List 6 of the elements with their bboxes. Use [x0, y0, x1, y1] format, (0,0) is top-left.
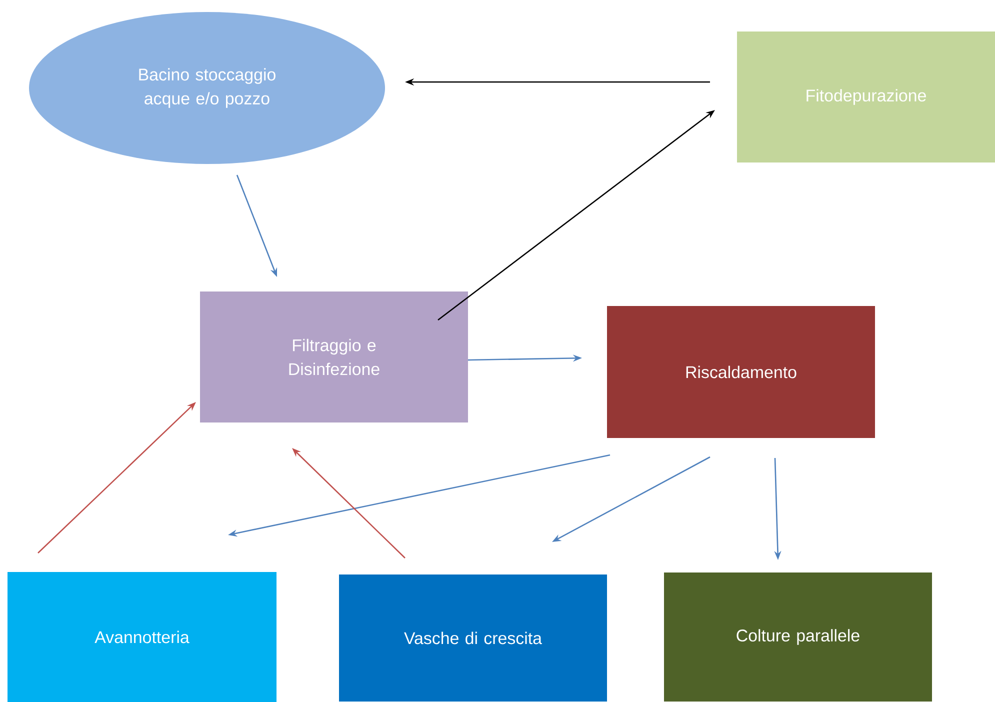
process-box: Riscaldamento	[607, 306, 875, 438]
process-box: Filtraggio e Disinfezione	[200, 292, 468, 422]
process-box: Fitodepurazione	[737, 32, 995, 162]
process-box: Vasche di crescita	[339, 574, 607, 702]
process-box: Avannotteria	[8, 572, 276, 702]
process-box: Colture parallele	[664, 572, 932, 702]
